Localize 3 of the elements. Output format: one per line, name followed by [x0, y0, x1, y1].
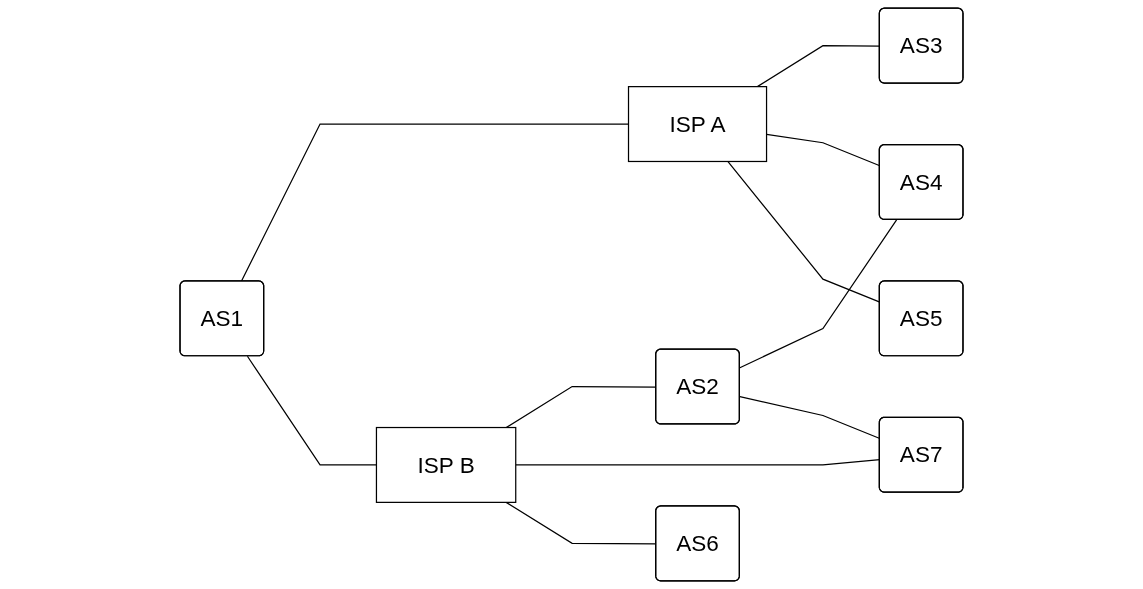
connector	[739, 219, 898, 369]
node-box: ISP B	[375, 426, 517, 503]
node-box: ISP A	[627, 86, 768, 163]
